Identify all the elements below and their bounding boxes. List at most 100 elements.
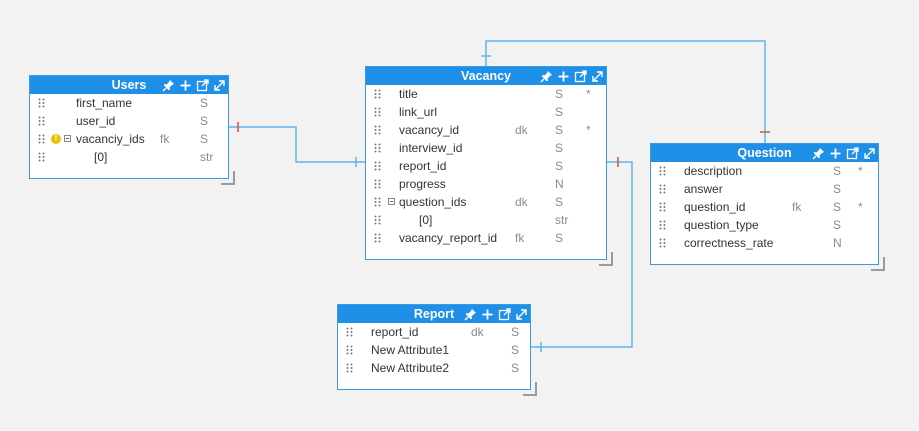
drag-handle-icon[interactable]	[374, 215, 381, 225]
attribute-row[interactable]: correctness_rate N	[651, 234, 878, 252]
expand-icon[interactable]	[514, 307, 528, 321]
entity-header[interactable]: Vacancy	[366, 67, 606, 85]
connector-users-vacancy[interactable]	[228, 126, 366, 163]
drag-handle-icon[interactable]	[374, 89, 381, 99]
attribute-row[interactable]: [0]str	[30, 148, 228, 166]
drag-handle-icon[interactable]	[374, 233, 381, 243]
attribute-type: S	[833, 200, 842, 214]
warning-icon[interactable]: !	[51, 134, 61, 144]
drag-handle-icon[interactable]	[659, 202, 666, 212]
attribute-name: [0]	[419, 213, 433, 227]
add-icon[interactable]	[178, 78, 192, 92]
pin-icon[interactable]	[161, 78, 175, 92]
pin-icon[interactable]	[463, 307, 477, 321]
attribute-name: question_ids	[399, 195, 467, 209]
drag-handle-icon[interactable]	[346, 327, 353, 337]
drag-handle-icon[interactable]	[374, 197, 381, 207]
drag-handle-icon[interactable]	[374, 107, 381, 117]
expand-icon[interactable]	[212, 78, 226, 92]
attribute-key: fk	[160, 132, 170, 146]
collapse-icon[interactable]	[64, 135, 71, 142]
attribute-key: dk	[515, 195, 528, 209]
open-external-icon[interactable]	[573, 69, 587, 83]
drag-handle-icon[interactable]	[346, 363, 353, 373]
resize-handle[interactable]	[871, 257, 885, 271]
drag-handle-icon[interactable]	[374, 161, 381, 171]
attribute-type: S	[555, 231, 564, 245]
pin-icon[interactable]	[539, 69, 553, 83]
drag-handle-icon[interactable]	[38, 116, 45, 126]
drag-handle-icon[interactable]	[374, 179, 381, 189]
collapse-icon[interactable]	[388, 198, 395, 205]
expand-icon[interactable]	[862, 146, 876, 160]
open-external-icon[interactable]	[195, 78, 209, 92]
attribute-required: *	[586, 123, 591, 137]
drag-handle-icon[interactable]	[38, 152, 45, 162]
entity-header[interactable]: Users	[30, 76, 228, 94]
drag-handle-icon[interactable]	[659, 184, 666, 194]
entity-header[interactable]: Question	[651, 144, 878, 162]
attribute-type: str	[200, 150, 214, 164]
attribute-name: description	[684, 164, 743, 178]
entity-toolbar	[161, 76, 226, 94]
resize-handle[interactable]	[599, 252, 613, 266]
entity-header[interactable]: Report	[338, 305, 530, 323]
attribute-type: N	[833, 236, 842, 250]
open-external-icon[interactable]	[497, 307, 511, 321]
attribute-type: S	[833, 218, 842, 232]
attribute-required: *	[858, 164, 863, 178]
attribute-type: S	[511, 343, 520, 357]
attribute-name: report_id	[399, 159, 447, 173]
attribute-type: S	[555, 123, 564, 137]
attribute-name: correctness_rate	[684, 236, 774, 250]
attribute-key: dk	[471, 325, 484, 339]
drag-handle-icon[interactable]	[659, 238, 666, 248]
attribute-type: S	[833, 182, 842, 196]
attribute-row[interactable]: [0]str	[366, 211, 606, 229]
add-icon[interactable]	[480, 307, 494, 321]
drag-handle-icon[interactable]	[374, 143, 381, 153]
add-icon[interactable]	[556, 69, 570, 83]
drag-handle-icon[interactable]	[374, 125, 381, 135]
entity-toolbar	[463, 305, 528, 323]
resize-handle[interactable]	[523, 382, 537, 396]
open-external-icon[interactable]	[845, 146, 859, 160]
expand-icon[interactable]	[590, 69, 604, 83]
drag-handle-icon[interactable]	[38, 134, 45, 144]
add-icon[interactable]	[828, 146, 842, 160]
drag-handle-icon[interactable]	[38, 98, 45, 108]
resize-handle[interactable]	[221, 171, 235, 185]
attribute-type: S	[555, 105, 564, 119]
pin-icon[interactable]	[811, 146, 825, 160]
drag-handle-icon[interactable]	[659, 166, 666, 176]
drag-handle-icon[interactable]	[659, 220, 666, 230]
drag-handle-icon[interactable]	[346, 345, 353, 355]
attribute-type: N	[555, 177, 564, 191]
attribute-type: S	[511, 325, 520, 339]
